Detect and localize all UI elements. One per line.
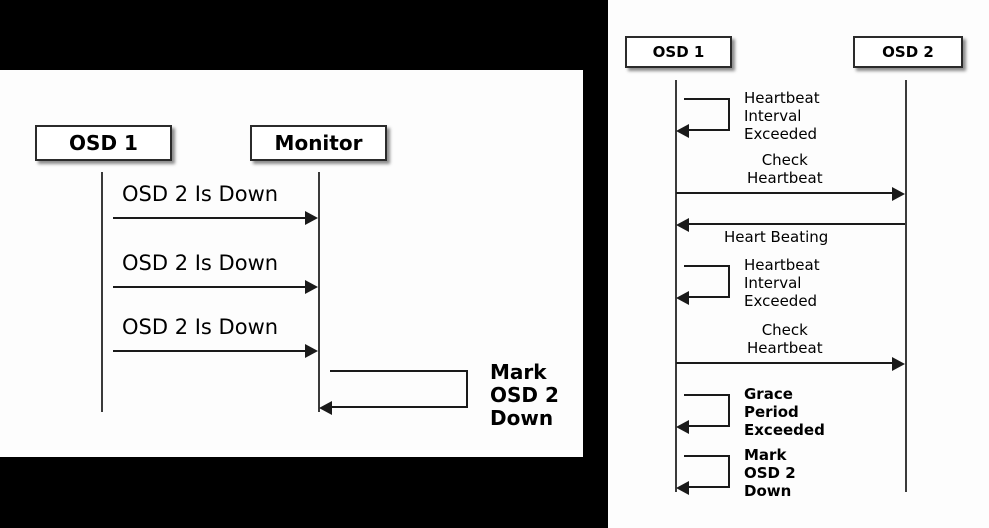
actor-label: OSD 2 (882, 43, 934, 61)
self-message-loop (684, 265, 730, 298)
actor-box-osd-1[interactable]: OSD 1 (625, 36, 732, 68)
arrowhead-left-icon (676, 291, 689, 305)
right-sequence-diagram: OSD 1 OSD 2 Heartbeat Interval Exceeded … (608, 0, 989, 528)
message-label: Check Heartbeat (747, 321, 823, 357)
arrowhead-right-icon (305, 280, 318, 294)
message-line (676, 192, 893, 194)
message-line (688, 223, 905, 225)
actor-box-osd-2[interactable]: OSD 2 (853, 36, 963, 68)
message-label: OSD 2 Is Down (122, 182, 279, 206)
arrowhead-right-icon (892, 187, 905, 201)
arrowhead-right-icon (305, 344, 318, 358)
message-line (676, 362, 893, 364)
message-label: Heartbeat Interval Exceeded (744, 256, 820, 310)
actor-label: OSD 1 (69, 131, 138, 155)
left-sequence-diagram: OSD 1 Monitor OSD 2 Is Down OSD 2 Is Dow… (0, 70, 583, 457)
message-label: Mark OSD 2 Down (490, 360, 559, 430)
message-label: OSD 2 Is Down (122, 251, 279, 275)
message-line (113, 286, 306, 288)
message-label: Grace Period Exceeded (744, 385, 825, 439)
actor-box-monitor[interactable]: Monitor (250, 125, 387, 161)
self-message-loop (684, 455, 730, 488)
lifeline-osd-2 (905, 80, 907, 492)
message-label: Mark OSD 2 Down (744, 446, 796, 500)
lifeline-osd-1 (101, 172, 103, 412)
arrowhead-right-icon (892, 357, 905, 371)
arrowhead-right-icon (305, 211, 318, 225)
lifeline-monitor (318, 172, 320, 412)
actor-label: OSD 1 (652, 43, 705, 61)
message-label: Heart Beating (724, 228, 829, 246)
message-label: Heartbeat Interval Exceeded (744, 89, 820, 143)
message-label: Check Heartbeat (747, 151, 823, 187)
arrowhead-left-icon (319, 401, 332, 415)
backdrop-bottom-left (0, 457, 608, 528)
backdrop-gutter (583, 0, 608, 528)
message-line (113, 350, 306, 352)
message-label: OSD 2 Is Down (122, 315, 279, 339)
arrowhead-left-icon (676, 481, 689, 495)
self-message-loop (684, 98, 730, 131)
backdrop-top-left (0, 0, 608, 70)
arrowhead-left-icon (676, 420, 689, 434)
message-line (113, 217, 306, 219)
arrowhead-left-icon (676, 218, 689, 232)
actor-box-osd-1[interactable]: OSD 1 (35, 125, 172, 161)
arrowhead-left-icon (676, 124, 689, 138)
self-message-loop (684, 394, 730, 427)
self-message-loop (330, 370, 468, 408)
lifeline-osd-1 (675, 80, 677, 492)
actor-label: Monitor (274, 131, 363, 155)
